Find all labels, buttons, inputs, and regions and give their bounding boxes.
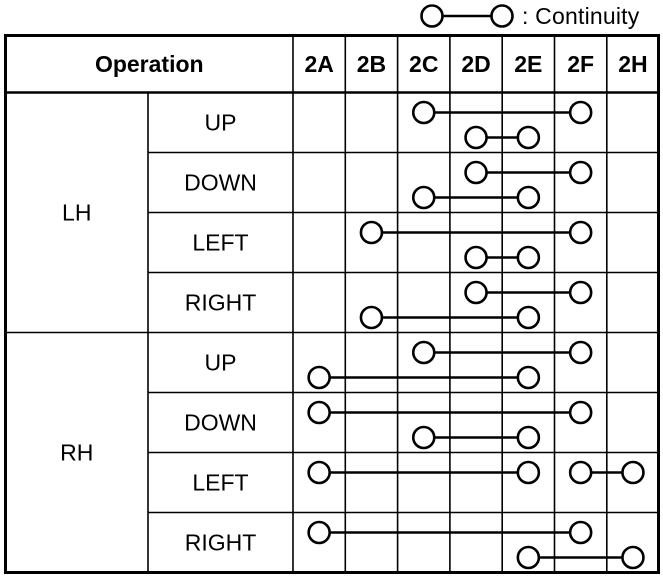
continuity-endpoint-LH-UP-2E	[516, 125, 541, 150]
continuity-endpoint-RH-UP-2A	[307, 365, 331, 390]
continuity-endpoint-LH-RIGHT-2B	[359, 305, 384, 330]
group-label-LH: LH	[62, 200, 91, 226]
continuity-endpoint-RH-UP-2C	[411, 340, 436, 365]
continuity-endpoint-RH-LEFT-2F	[568, 460, 593, 485]
continuity-endpoint-RH-LEFT-2E	[516, 460, 541, 485]
legend-label: : Continuity	[522, 2, 640, 29]
continuity-endpoint-LH-DOWN-2E	[516, 185, 541, 210]
terminal-header-2E: 2E	[514, 51, 542, 77]
operation-label-LH-UP: UP	[205, 110, 237, 136]
terminal-header-2F: 2F	[567, 51, 594, 77]
terminal-header-2H: 2H	[618, 51, 647, 77]
continuity-endpoint-RH-DOWN-2C	[411, 425, 436, 450]
continuity-endpoint-RH-UP-2F	[568, 340, 593, 365]
continuity-endpoint-LH-LEFT-2B	[359, 220, 384, 245]
continuity-symbol-icon	[420, 4, 514, 28]
table-header: Operation 2A 2B 2C 2D 2E 2F 2H	[95, 51, 648, 77]
continuity-endpoint-RH-DOWN-2E	[516, 425, 541, 450]
continuity-endpoint-LH-LEFT-2F	[568, 220, 593, 245]
continuity-endpoint-LH-UP-2F	[568, 100, 593, 125]
continuity-endpoint-LH-RIGHT-2D	[464, 280, 488, 305]
continuity-endpoint-LH-DOWN-2F	[568, 160, 593, 185]
continuity-connections	[307, 100, 645, 570]
operation-label-RH-DOWN: DOWN	[184, 410, 257, 436]
continuity-endpoint-RH-UP-2E	[516, 365, 541, 390]
legend-left-terminal-circle	[420, 4, 444, 28]
group-label-RH: RH	[60, 440, 93, 466]
operation-label-RH-UP: UP	[205, 350, 237, 376]
operation-label-RH-LEFT: LEFT	[192, 470, 248, 496]
continuity-endpoint-RH-DOWN-2A	[307, 400, 331, 425]
table-outer-border	[4, 34, 660, 574]
operation-label-LH-RIGHT: RIGHT	[185, 290, 257, 316]
legend: : Continuity	[419, 1, 639, 31]
terminal-header-2A: 2A	[304, 51, 333, 77]
continuity-endpoint-RH-RIGHT-2F	[568, 520, 593, 545]
operation-header: Operation	[95, 51, 204, 77]
continuity-endpoint-RH-DOWN-2F	[568, 400, 593, 425]
table-grid	[4, 34, 660, 574]
continuity-endpoint-LH-RIGHT-2E	[516, 305, 541, 330]
continuity-endpoint-LH-DOWN-2D	[464, 160, 488, 185]
continuity-endpoint-RH-RIGHT-2E	[516, 545, 541, 570]
continuity-endpoint-RH-RIGHT-2A	[307, 520, 331, 545]
operation-label-LH-DOWN: DOWN	[184, 170, 257, 196]
continuity-endpoint-RH-LEFT-2H	[621, 460, 645, 485]
terminal-header-2C: 2C	[409, 51, 438, 77]
continuity-endpoint-LH-LEFT-2D	[464, 245, 488, 270]
continuity-endpoint-LH-LEFT-2E	[516, 245, 541, 270]
terminal-header-2B: 2B	[357, 51, 386, 77]
row-labels: LH UP DOWN LEFT RIGHT RH UP DOWN LEFT RIGHT	[60, 110, 257, 556]
continuity-endpoint-RH-RIGHT-2H	[621, 545, 645, 570]
operation-label-RH-RIGHT: RIGHT	[185, 530, 257, 556]
continuity-endpoint-LH-UP-2C	[411, 100, 436, 125]
operation-label-LH-LEFT: LEFT	[192, 230, 248, 256]
continuity-endpoint-LH-DOWN-2C	[411, 185, 436, 210]
continuity-endpoint-RH-LEFT-2A	[307, 460, 331, 485]
terminal-header-2D: 2D	[461, 51, 490, 77]
continuity-endpoint-LH-RIGHT-2F	[568, 280, 593, 305]
legend-right-terminal-circle	[490, 4, 514, 28]
continuity-endpoint-LH-UP-2D	[464, 125, 488, 150]
